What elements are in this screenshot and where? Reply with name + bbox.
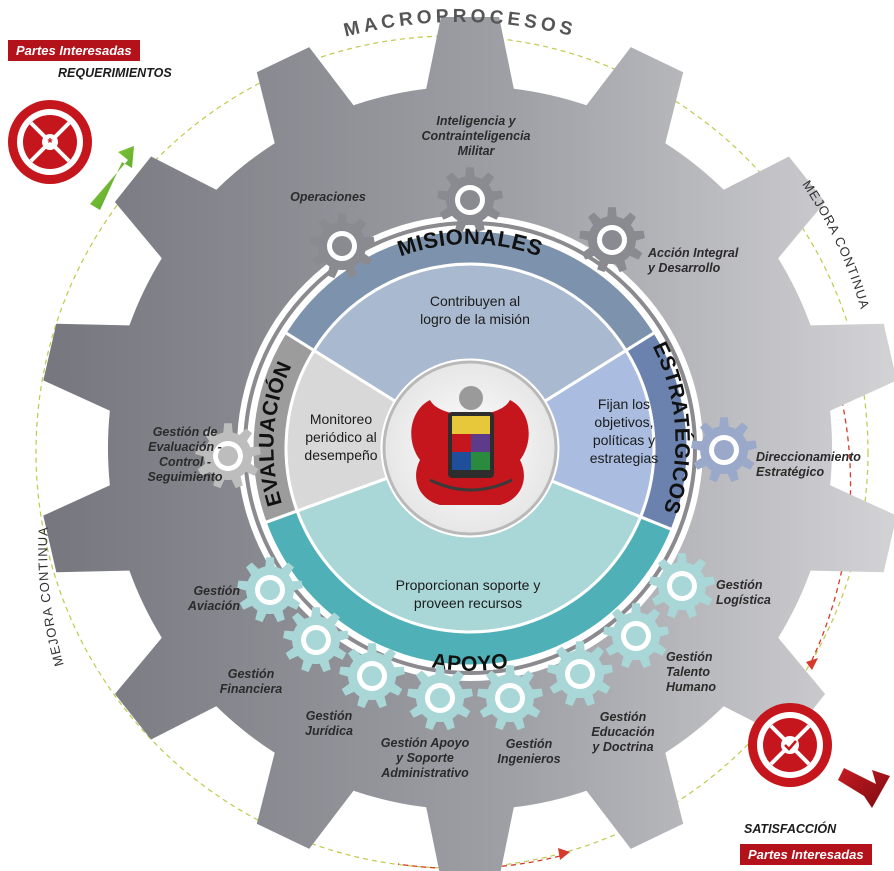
misionales-description: Contribuyen al logro de la misión [420,293,530,327]
gear-evaluacion-icon [195,423,261,489]
gear-juridica-icon [339,643,405,709]
gear-logistica-icon [649,553,715,619]
gear-inteligencia-icon [437,167,503,233]
cycle-dashed-circle [35,35,869,869]
label-juridica: Gestión Jurídica [305,709,353,738]
gear-direccionamiento-icon [691,417,757,483]
gear-financiera-icon [283,607,349,673]
label-talento: Gestión Talento Humano [666,650,716,694]
requirements-input-icon: * [8,100,92,184]
label-ingenieros: Gestión Ingenieros [497,737,561,766]
output-ribbon: Partes Interesadas [740,844,872,865]
label-direccionamiento: Direccionamiento Estratégico [756,450,861,479]
gear-talento-icon [603,603,669,669]
evaluacion-description: Monitoreo periódico al desempeño [304,411,378,463]
gear-educacion-icon [547,641,613,707]
cycle-arrowhead-bottom [558,848,570,860]
small-gears [195,167,757,731]
label-evaluacion: Gestión de Evaluación - Control - Seguim… [147,425,223,484]
label-financiera: Gestión Financiera [219,667,283,696]
label-operaciones: Operaciones [290,190,366,204]
input-label: REQUERIMIENTOS [58,66,172,80]
process-sectors [250,228,690,668]
label-aviacion: Gestión Aviación [187,584,240,613]
cycle-arrowhead-right [806,658,818,670]
svg-text:*: * [47,135,53,150]
input-ribbon: Partes Interesadas [8,40,140,61]
satisfaction-output-icon [748,703,832,787]
shield-emblem-icon [411,386,529,505]
gear-apoyo-administrativo-icon [407,665,473,731]
gear-ingenieros-icon [477,665,543,731]
estrategicos-description: Fijan los objetivos, políticas y estrate… [589,396,659,466]
gear-operaciones-icon [309,213,375,279]
output-arrow-icon [838,768,890,808]
apoyo-description: Proporcionan soporte y proveen recursos [395,577,541,611]
output-label: SATISFACCIÓN [744,822,837,836]
sector-band-evaluacion [250,330,317,525]
label-apoyo-administrativo: Gestión Apoyo y Soporte Administrativo [380,736,470,780]
label-inteligencia: Inteligencia y Contrainteligencia Milita… [421,114,531,158]
label-accion-integral: Acción Integral y Desarrollo [648,246,739,275]
gear-accion-integral-icon [579,207,645,273]
label-logistica: Gestión Logística [716,578,771,607]
gear-aviacion-icon [237,557,303,623]
label-educacion: Gestión Educación y Doctrina [591,710,655,754]
input-arrow-icon [90,146,134,210]
